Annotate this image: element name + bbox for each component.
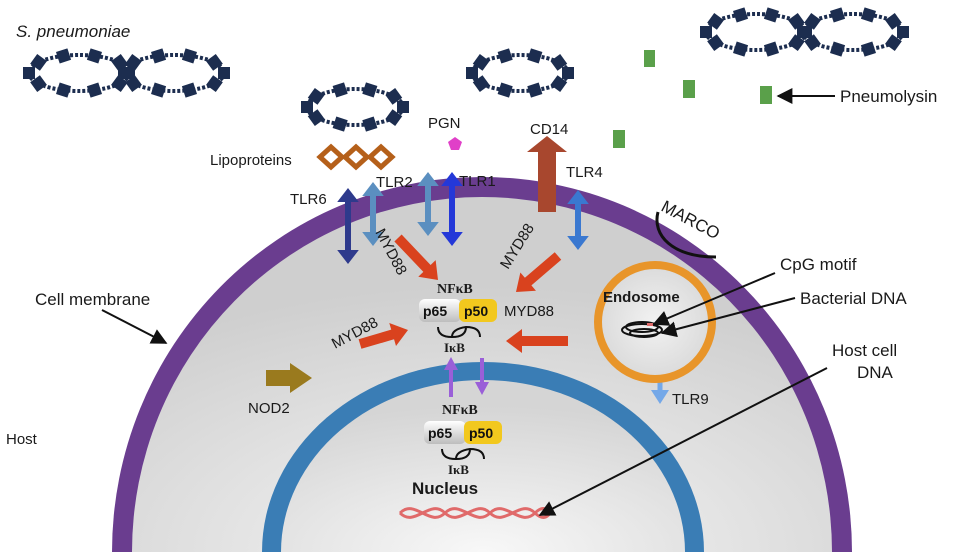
endosome-label: Endosome — [603, 289, 680, 306]
pneumolysin-label: Pneumolysin — [840, 87, 937, 106]
ikb-brace — [441, 447, 485, 461]
pointer-host-dna — [538, 367, 828, 516]
nfkb-complex-nucleus — [424, 421, 502, 461]
myd88-arrow-right — [506, 329, 568, 353]
tlr9-label: TLR9 — [672, 391, 709, 408]
tlr2-receptor — [362, 182, 384, 246]
tlr6-receptor — [337, 188, 359, 264]
pneumolysin-particle — [613, 130, 625, 148]
tlr6-label: TLR6 — [290, 191, 327, 208]
nod2-label: NOD2 — [248, 400, 290, 417]
pneumolysin-particles — [613, 50, 772, 148]
marco-receptor — [655, 211, 717, 259]
lipoproteins-label: Lipoproteins — [210, 152, 292, 169]
organism-label: S. pneumoniae — [16, 22, 130, 41]
pneumolysin-particle — [683, 80, 695, 98]
nfkb-label-cytoplasm: NFκB — [437, 282, 473, 297]
pneumolysin-particle — [644, 50, 655, 67]
tlr4-receptor — [567, 190, 589, 250]
p50-subunit — [459, 299, 497, 322]
host-cell-dna-label-line2: DNA — [857, 363, 894, 382]
myd88-arrow-left — [358, 322, 408, 349]
host-cell-dna-label-line1: Host cell — [832, 341, 897, 360]
pointer-cpg-motif — [652, 272, 776, 326]
cd14-receptor — [527, 136, 567, 212]
cpg-motif-mark — [647, 323, 653, 326]
myd88-signal-arrows — [358, 234, 568, 353]
cell-membrane-label: Cell membrane — [35, 290, 150, 309]
pointer-cell-membrane — [101, 309, 168, 344]
tlr4-label: TLR4 — [566, 164, 603, 181]
ikb-brace — [437, 325, 481, 339]
cd14-label: CD14 — [530, 121, 568, 138]
tlr1-receptor — [441, 172, 463, 246]
nfkb-complex-cytoplasm — [419, 299, 497, 339]
nod2-arrow — [266, 363, 312, 393]
bacteria-group — [23, 7, 909, 132]
ikb-label-cytoplasm: IκB — [444, 340, 465, 355]
tlr2-receptor-b — [417, 172, 439, 236]
bacterium — [466, 48, 574, 98]
pgn-icon — [448, 137, 462, 150]
lipoproteins-icon — [316, 143, 396, 171]
nucleus-label: Nucleus — [412, 479, 478, 498]
p50-subunit — [464, 421, 502, 444]
p65-label-cytoplasm: p65 — [423, 303, 447, 319]
host-label: Host — [6, 431, 38, 448]
bacterium — [700, 7, 812, 57]
bacterium — [118, 48, 230, 98]
cpg-motif-label: CpG motif — [780, 255, 857, 274]
p65-subunit — [424, 421, 466, 444]
myd88-label-right: MYD88 — [504, 303, 554, 320]
translocation-arrows — [444, 357, 489, 397]
bacterial-dna-label: Bacterial DNA — [800, 289, 907, 308]
myd88-arrow-tlr4 — [516, 252, 562, 292]
pointer-bacterial-dna — [660, 297, 796, 338]
bacterium — [23, 48, 135, 98]
bacterium — [797, 7, 909, 57]
ikb-label-nucleus: IκB — [448, 462, 469, 477]
pgn-label: PGN — [428, 115, 461, 132]
p65-subunit — [419, 299, 461, 322]
nfkb-label-nucleus: NFκB — [442, 403, 478, 418]
pointer-lines — [101, 88, 835, 516]
pneumolysin-particle — [760, 86, 772, 104]
p50-label-cytoplasm: p50 — [464, 303, 488, 319]
p50-label-nucleus: p50 — [469, 425, 493, 441]
endosome — [594, 261, 716, 383]
tlr1-label: TLR1 — [459, 173, 496, 190]
nucleoplasm — [281, 380, 685, 552]
tlr2-label: TLR2 — [376, 174, 413, 191]
p65-label-nucleus: p65 — [428, 425, 452, 441]
bacterium — [301, 82, 409, 132]
myd88-arrow-tlr2 — [394, 234, 438, 280]
